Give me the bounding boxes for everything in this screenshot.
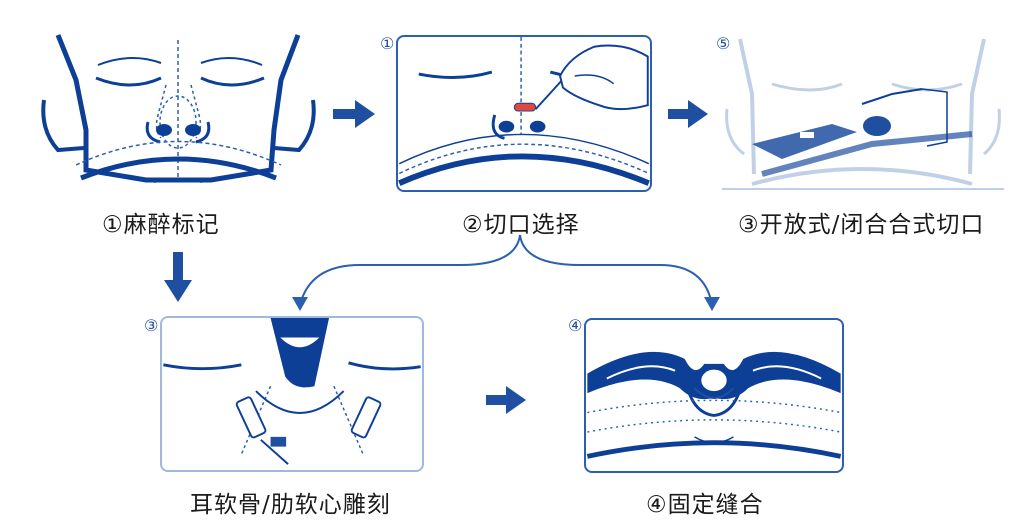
step-2-badge: ①	[380, 34, 395, 53]
arrow-right-icon	[486, 386, 526, 414]
cartilage-carving-drawing	[163, 318, 421, 465]
incision-drawing	[398, 37, 650, 186]
fixation-suture-drawing	[586, 351, 842, 459]
arrow-down-icon	[164, 252, 192, 302]
step-1-illustration	[36, 30, 321, 198]
step-4-caption: 耳软骨/肋软心雕刻	[190, 492, 391, 518]
arrow-right-icon	[668, 100, 708, 128]
step-5-caption: ④固定缝合	[646, 492, 764, 518]
step-3-badge: ⑤	[716, 34, 731, 53]
step-4-illustration	[160, 316, 424, 472]
step-3-illustration	[722, 34, 1004, 196]
arrow-right-icon	[333, 100, 375, 128]
step-4-badge: ③	[144, 316, 159, 335]
step-2-caption: ②切口选择	[462, 212, 580, 238]
open-closed-approach-drawing	[722, 38, 1004, 190]
step-3-caption: ③开放式/闭合合式切口	[738, 212, 985, 238]
step-2-illustration	[396, 35, 652, 192]
step-1-caption: ①麻醉标记	[102, 212, 220, 238]
face-marking-drawing	[41, 34, 316, 183]
step-5-badge: ④	[568, 316, 583, 335]
branch-arrows-icon	[292, 234, 720, 311]
step-5-illustration	[584, 318, 844, 473]
